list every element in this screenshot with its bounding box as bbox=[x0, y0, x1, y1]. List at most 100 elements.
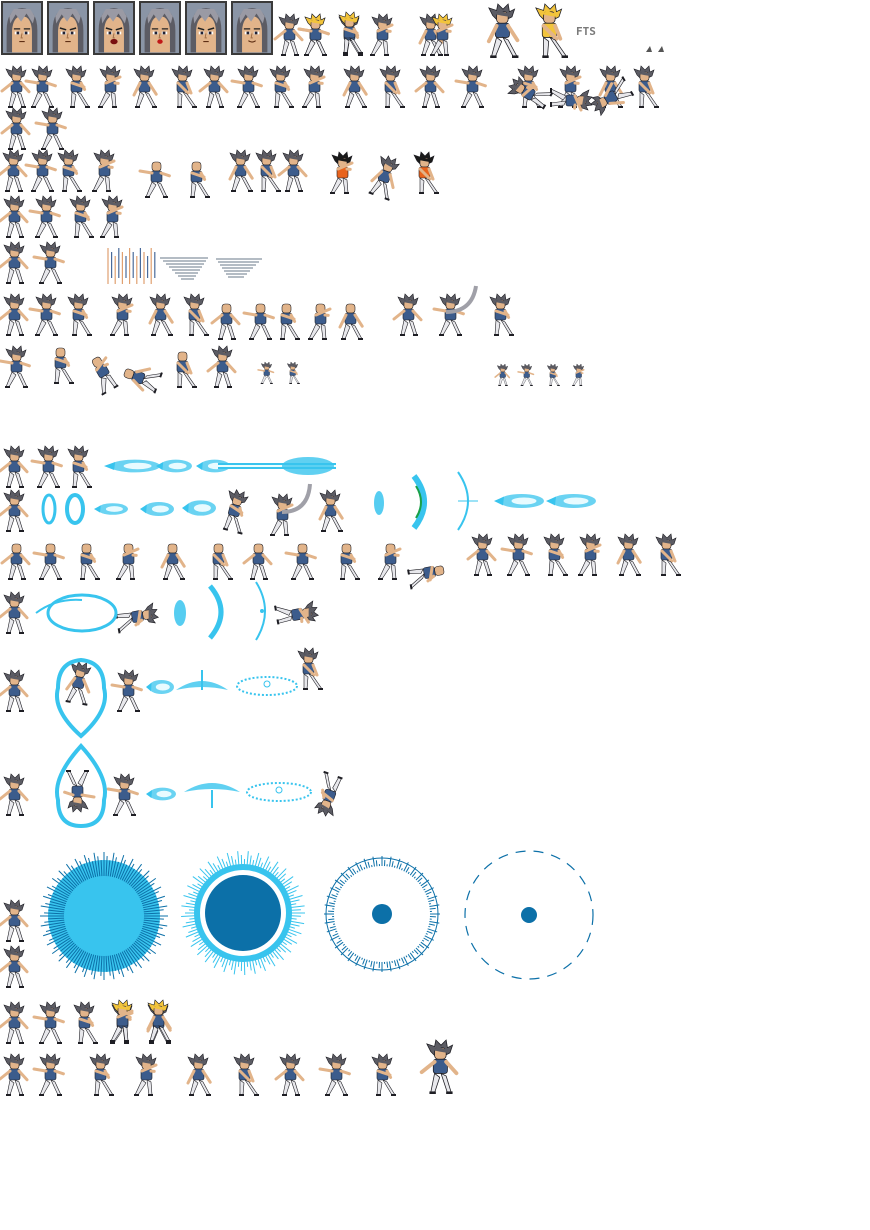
bald-fighter-sprite bbox=[280, 303, 300, 340]
gray-hair-fighter-sprite bbox=[500, 533, 533, 576]
bald-fighter-sprite bbox=[378, 543, 402, 580]
ki-burst bbox=[146, 679, 174, 695]
ki-ring-flat bbox=[236, 676, 298, 696]
ki-blast bbox=[182, 500, 216, 516]
bald-fighter-sprite bbox=[91, 356, 119, 396]
gray-hair-fighter-sprite bbox=[230, 65, 263, 108]
character-portrait-shout bbox=[93, 1, 135, 55]
gray-hair-fighter-sprite bbox=[0, 773, 29, 816]
ki-wave bbox=[411, 474, 427, 530]
gray-hair-fighter-sprite bbox=[171, 65, 197, 108]
gray-hair-fighter-sprite bbox=[273, 13, 304, 56]
character-portrait-smile bbox=[231, 1, 273, 55]
gray-hair-fighter-sprite bbox=[233, 1053, 259, 1096]
bald-fighter-sprite bbox=[138, 161, 171, 198]
ki-blast bbox=[94, 503, 128, 515]
gray-hair-fighter-sprite bbox=[206, 345, 237, 388]
transformed-gray-beast-sprite bbox=[486, 3, 520, 58]
knocked-down-sprite bbox=[550, 88, 593, 112]
gray-hair-fighter-sprite bbox=[274, 1053, 305, 1096]
bald-fighter-sprite bbox=[210, 303, 241, 340]
gray-hair-fighter-sprite bbox=[0, 1053, 29, 1096]
bald-fighter-sprite bbox=[54, 347, 74, 384]
gray-hair-fighter-sprite bbox=[342, 65, 368, 108]
gray-hair-fighter-sprite bbox=[65, 660, 92, 706]
gray-hair-fighter-sprite bbox=[24, 149, 57, 192]
gray-hair-fighter-sprite bbox=[65, 65, 90, 108]
afterimage-streak bbox=[107, 248, 156, 284]
transformed-gray-beast-sprite bbox=[419, 1039, 459, 1094]
gray-hair-fighter-sprite bbox=[633, 65, 659, 108]
gray-hair-fighter-sprite bbox=[371, 1053, 396, 1096]
gray-hair-fighter-sprite bbox=[578, 533, 602, 576]
character-portrait-hurt bbox=[139, 1, 181, 55]
bald-fighter-sprite bbox=[80, 543, 100, 580]
bald-fighter-sprite bbox=[338, 303, 364, 340]
ki-splash bbox=[184, 783, 240, 808]
bald-fighter-sprite bbox=[242, 543, 273, 580]
bald-fighter-sprite bbox=[32, 543, 65, 580]
gray-hair-fighter-sprite bbox=[134, 1053, 158, 1096]
gray-hair-fighter-sprite bbox=[92, 149, 116, 192]
gray-hair-fighter-sprite bbox=[0, 149, 28, 192]
gray-hair-fighter-sprite bbox=[132, 65, 158, 108]
head-icon-sprite bbox=[257, 361, 275, 384]
gray-hair-fighter-sprite bbox=[0, 669, 29, 712]
ki-wave bbox=[457, 471, 478, 531]
bald-fighter-sprite bbox=[242, 303, 275, 340]
gray-hair-fighter-sprite bbox=[0, 195, 29, 238]
bald-fighter-sprite bbox=[308, 303, 332, 340]
golden-hair-fighter-sprite bbox=[297, 13, 330, 56]
gray-hair-fighter-sprite bbox=[0, 345, 31, 388]
energy-sphere-shell bbox=[324, 856, 440, 972]
golden-hair-fighter-sprite bbox=[338, 11, 363, 54]
head-icon-sprite bbox=[286, 361, 300, 384]
gray-hair-fighter-sprite bbox=[302, 65, 326, 108]
falling-sprite bbox=[507, 75, 554, 110]
gray-hair-fighter-sprite bbox=[269, 65, 294, 108]
ki-splash bbox=[176, 670, 228, 690]
head-icon-sprite bbox=[517, 363, 535, 386]
dashing-sprite bbox=[274, 600, 320, 625]
gray-hair-fighter-sprite bbox=[0, 65, 31, 108]
gray-hair-fighter-sprite bbox=[69, 195, 94, 238]
gray-hair-fighter-sprite bbox=[318, 489, 344, 532]
gray-hair-fighter-sprite bbox=[0, 241, 29, 284]
gray-hair-fighter-sprite bbox=[0, 899, 29, 942]
gray-hair-fighter-sprite bbox=[32, 1001, 65, 1044]
gray-hair-fighter-sprite bbox=[270, 493, 294, 536]
ki-beam bbox=[218, 457, 336, 475]
gray-hair-fighter-sprite bbox=[28, 293, 61, 336]
ki-aura-dash bbox=[35, 593, 118, 633]
gray-hair-fighter-sprite bbox=[655, 533, 681, 576]
ki-blast bbox=[494, 493, 544, 509]
upside-down-sprite bbox=[63, 770, 96, 813]
gray-hair-fighter-sprite bbox=[392, 293, 423, 336]
gray-hair-fighter-sprite bbox=[0, 107, 31, 150]
gray-hair-fighter-sprite bbox=[432, 293, 465, 336]
gray-hair-fighter-sprite bbox=[73, 1001, 98, 1044]
bald-fighter-sprite bbox=[190, 161, 210, 198]
gray-hair-fighter-sprite bbox=[0, 945, 29, 988]
gray-hair-fighter-sprite bbox=[318, 1053, 351, 1096]
gray-hair-fighter-sprite bbox=[198, 65, 229, 108]
dashing-sprite bbox=[115, 602, 160, 634]
gray-hair-fighter-sprite bbox=[67, 293, 92, 336]
bald-fighter-sprite bbox=[176, 351, 197, 388]
watermark-text: FTS bbox=[576, 25, 596, 38]
character-portrait-angry bbox=[47, 1, 89, 55]
orange-gi-fighter-sprite bbox=[413, 151, 439, 194]
gray-hair-fighter-sprite bbox=[186, 1053, 212, 1096]
gray-hair-fighter-sprite bbox=[100, 195, 124, 238]
energy-sphere-ring bbox=[181, 851, 305, 975]
gray-hair-fighter-sprite bbox=[34, 107, 67, 150]
character-portrait-neutral bbox=[1, 1, 43, 55]
gray-hair-fighter-sprite bbox=[255, 149, 281, 192]
ki-blast bbox=[156, 459, 192, 473]
gray-hair-fighter-sprite bbox=[0, 1001, 29, 1044]
gray-hair-fighter-sprite bbox=[30, 445, 63, 488]
ki-blast bbox=[546, 493, 596, 509]
bald-fighter-sprite bbox=[116, 543, 140, 580]
gray-hair-fighter-sprite bbox=[0, 489, 29, 532]
energy-sphere-full bbox=[40, 852, 168, 980]
